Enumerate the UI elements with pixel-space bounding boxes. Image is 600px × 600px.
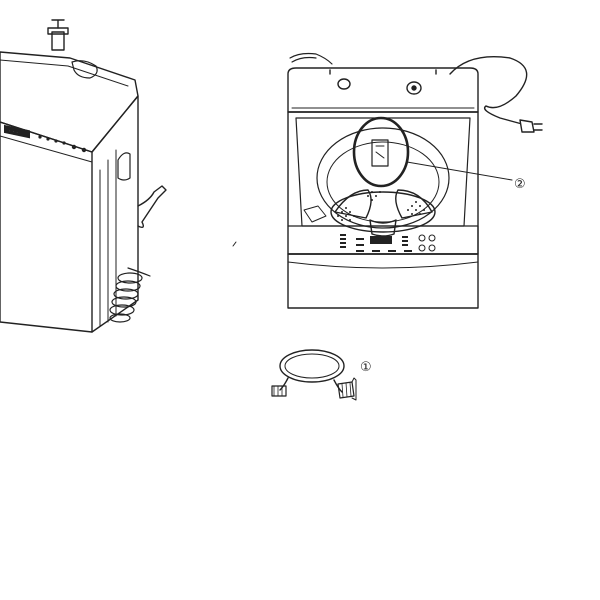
- pulsator: [330, 189, 436, 237]
- left-control-panel: [0, 121, 93, 163]
- left-washing-machine: 000: [0, 19, 167, 333]
- right-machine-lid: [287, 67, 479, 113]
- left-panel-digits: 000: [8, 128, 19, 137]
- left-water-inlet: [47, 19, 98, 79]
- right-inlet-hose: [289, 52, 333, 65]
- right-power-cord: [449, 56, 528, 125]
- stray-mark: [232, 241, 237, 247]
- callout-2-leader: [406, 161, 513, 181]
- right-washing-machine: 88: [287, 52, 543, 309]
- right-machine-base: [287, 253, 479, 309]
- right-panel-display: [370, 236, 392, 244]
- left-panel-display: [4, 124, 30, 139]
- left-machine-handle: [117, 152, 131, 181]
- left-power-cord: [137, 185, 167, 229]
- left-drain-hose: [109, 267, 151, 323]
- right-panel-digits: 88: [375, 237, 383, 244]
- left-machine-body: [0, 121, 93, 333]
- lint-filter: [371, 139, 389, 167]
- panel-buttons: [340, 234, 412, 252]
- callout-1-label: ①: [360, 360, 372, 375]
- callout-2-label: ②: [514, 177, 526, 192]
- drum-holes: [337, 191, 425, 221]
- water-supply-hose: [271, 349, 357, 401]
- left-machine-lid: [0, 51, 139, 153]
- filter-highlight-circle: [352, 116, 410, 188]
- washing-drum: [316, 127, 450, 229]
